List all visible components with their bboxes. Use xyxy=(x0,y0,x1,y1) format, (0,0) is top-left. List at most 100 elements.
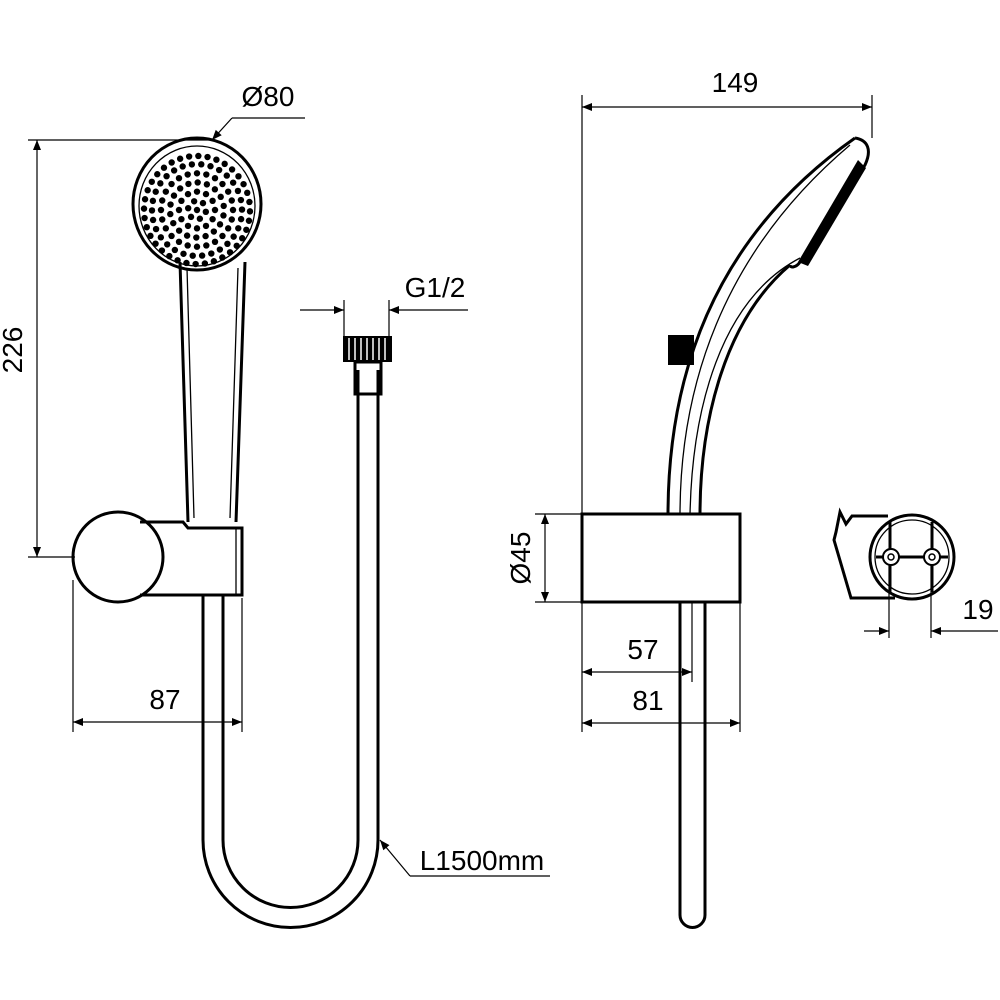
wall-holder-front xyxy=(71,510,244,604)
nozzle-dot xyxy=(223,172,230,179)
clip-detail: 19 xyxy=(832,507,998,638)
wall-holder-side xyxy=(580,512,742,929)
nozzle-dot xyxy=(217,193,224,201)
shower-head-front xyxy=(131,136,263,272)
nozzle-dot xyxy=(228,197,235,204)
nozzle-dot xyxy=(237,196,245,204)
nozzle-dot xyxy=(185,180,192,188)
dim-height: 226 xyxy=(0,139,210,558)
dim-holder-diameter: Ø45 xyxy=(505,513,582,603)
hose xyxy=(201,336,392,929)
nozzle-dot xyxy=(174,257,181,264)
nozzle-dot xyxy=(228,166,236,173)
nozzle-dot xyxy=(170,167,178,174)
nozzle-dot xyxy=(157,180,164,187)
nozzle-dot xyxy=(159,216,166,223)
nozzle-dot xyxy=(228,216,235,223)
nozzle-dot xyxy=(201,260,209,267)
nozzle-dot xyxy=(211,174,219,182)
nozzle-dot xyxy=(176,185,184,192)
nozzle-dot xyxy=(179,163,186,170)
nozzle-dot xyxy=(163,172,170,180)
nozzle-dot xyxy=(226,249,234,256)
dim-depth: 149 xyxy=(581,67,873,514)
nozzle-dot xyxy=(183,232,191,239)
nozzle-dot xyxy=(164,241,171,248)
clip-spacing-label: 19 xyxy=(962,594,993,625)
nozzle-dot xyxy=(202,232,209,240)
connection-label: G1/2 xyxy=(405,272,466,303)
nozzle-dot xyxy=(246,208,254,215)
nozzle-dot xyxy=(194,179,201,186)
nozzle-dot xyxy=(230,233,237,240)
nozzle-dot xyxy=(202,190,210,198)
nozzle-dot xyxy=(183,259,190,267)
nozzle-dot xyxy=(168,180,175,188)
nozzle-dot xyxy=(202,222,210,230)
nozzle-dot xyxy=(199,199,207,207)
nozzle-dot xyxy=(209,197,216,205)
nozzle-dot xyxy=(152,225,160,233)
nozzle-dot xyxy=(157,206,165,214)
nozzle-dot xyxy=(189,252,196,259)
nozzle-dot xyxy=(221,160,228,168)
nozzle-dot xyxy=(170,192,178,199)
nozzle-dot xyxy=(215,166,223,174)
nozzle-dot xyxy=(168,232,175,240)
nozzle-dot xyxy=(154,171,161,178)
nozzle-dot xyxy=(149,197,157,205)
nozzle-dot xyxy=(229,206,237,214)
nozzle-dot xyxy=(238,206,246,213)
nozzle-dot xyxy=(237,215,245,223)
nozzle-dot xyxy=(216,221,224,228)
nozzle-dot xyxy=(166,252,173,260)
holder-diameter-label: Ø45 xyxy=(505,532,536,585)
nozzle-dot xyxy=(224,240,231,248)
dim-head-diameter: Ø80 xyxy=(211,81,305,141)
nozzle-dot xyxy=(235,173,242,180)
height-label: 226 xyxy=(0,327,28,374)
nozzle-dot xyxy=(196,215,204,222)
nozzle-dot xyxy=(184,171,191,178)
nozzle-dot xyxy=(144,187,151,194)
nozzle-dot xyxy=(159,197,166,204)
nozzle-dot xyxy=(157,234,165,241)
nozzle-dot xyxy=(193,188,201,195)
holder-width-label: 87 xyxy=(149,684,180,715)
nozzle-dot xyxy=(147,232,154,240)
nozzle-dot xyxy=(184,204,192,212)
nozzle-dot xyxy=(185,153,193,160)
nozzle-dot xyxy=(190,198,198,205)
nozzle-dot xyxy=(240,180,247,188)
hose-length-label: L1500mm xyxy=(420,845,545,876)
nozzle-dot xyxy=(203,242,210,249)
handle-front xyxy=(178,261,247,523)
nozzle-dot xyxy=(192,260,199,268)
nozzle-dot xyxy=(193,225,201,232)
nozzle-dot xyxy=(193,243,201,250)
nozzle-dot xyxy=(148,178,155,185)
holder-offset-label: 57 xyxy=(627,634,658,665)
nozzle-dot xyxy=(178,197,185,205)
nozzle-dot xyxy=(184,190,192,198)
nozzle-dot xyxy=(175,206,183,214)
nozzle-dot xyxy=(193,170,201,177)
nozzle-dot xyxy=(171,246,179,254)
nozzle-dot xyxy=(219,254,226,261)
nozzle-dot xyxy=(175,238,183,246)
nozzle-dot xyxy=(224,225,232,232)
nozzle-dot xyxy=(204,153,211,161)
nozzle-dot xyxy=(175,174,183,182)
nozzle-dot xyxy=(246,198,253,206)
nozzle-dot xyxy=(195,152,202,160)
nozzle-dot xyxy=(148,207,156,214)
side-view: 149 Ø45 57 81 xyxy=(505,67,873,929)
nozzle-dot xyxy=(193,206,201,214)
nozzle-dot xyxy=(234,187,242,195)
nozzle-dot xyxy=(233,242,240,249)
nozzle-dot xyxy=(244,189,251,197)
nozzle-dot xyxy=(211,206,219,214)
nozzle-dot xyxy=(211,186,219,193)
nozzle-dot xyxy=(187,213,195,221)
